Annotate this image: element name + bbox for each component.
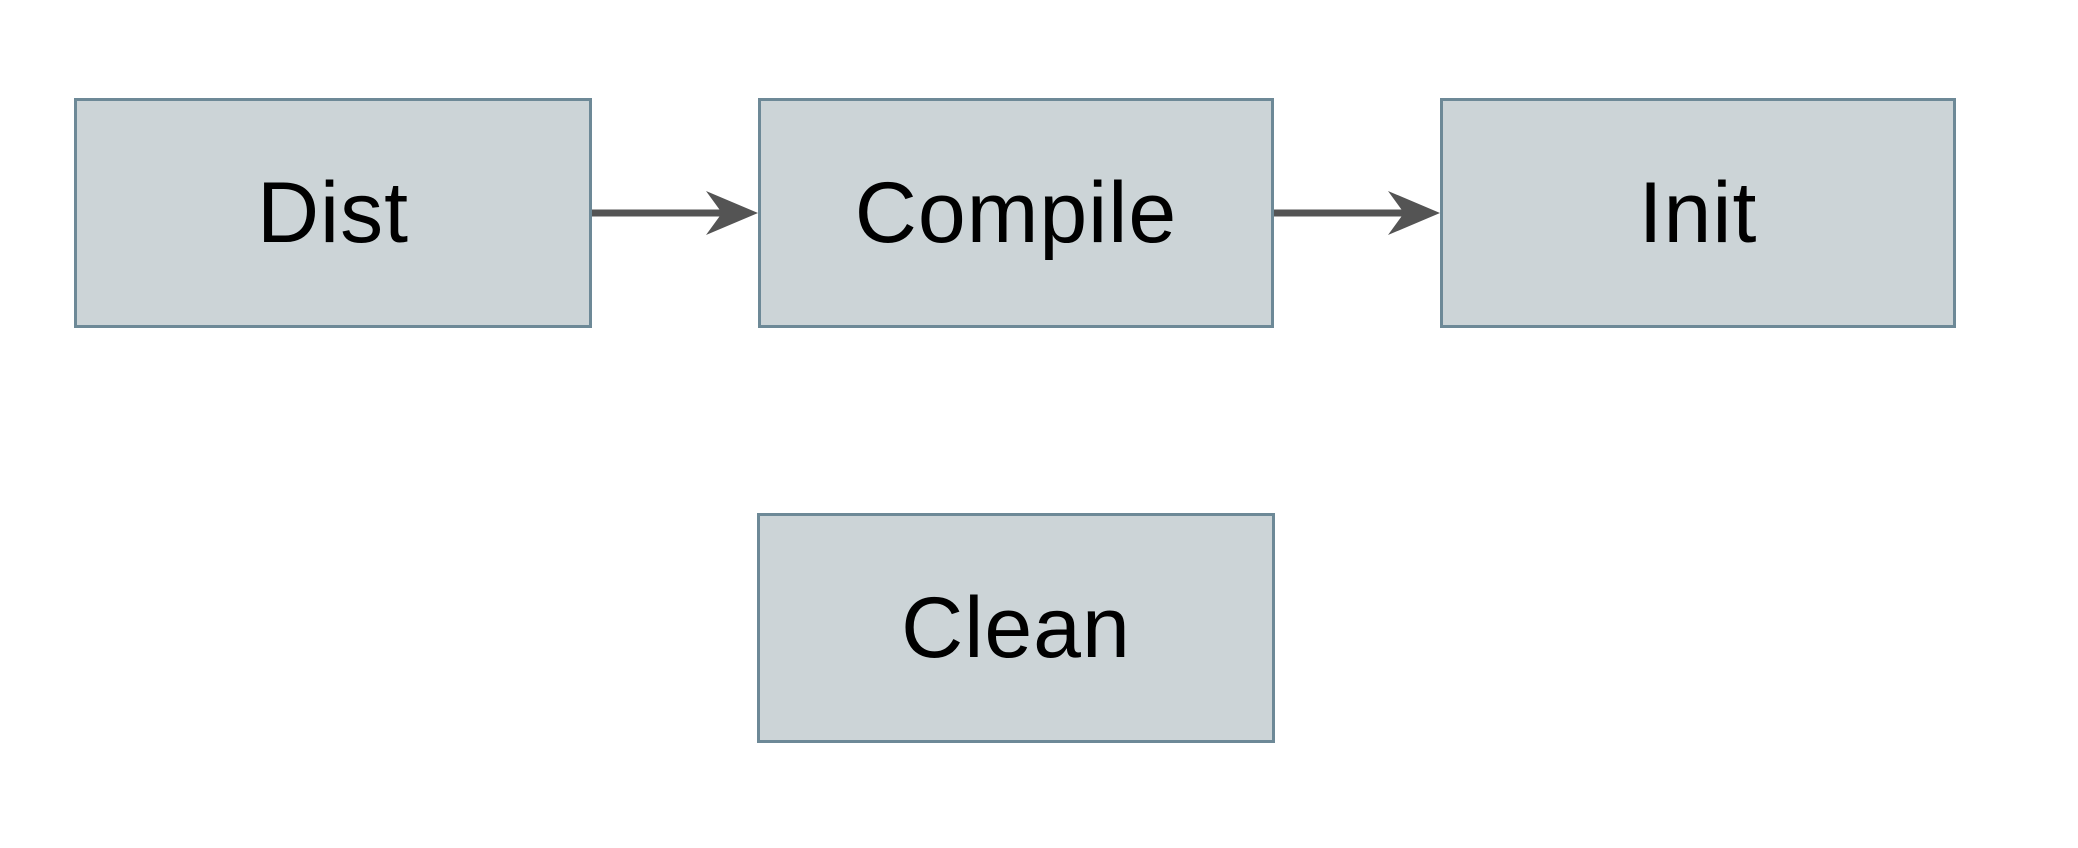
node-dist-label: Dist xyxy=(256,165,410,261)
node-dist[interactable]: Dist xyxy=(74,98,592,328)
node-init[interactable]: Init xyxy=(1440,98,1956,328)
node-clean[interactable]: Clean xyxy=(757,513,1275,743)
arrowhead-icon xyxy=(706,191,758,235)
node-compile-label: Compile xyxy=(854,165,1178,261)
node-compile[interactable]: Compile xyxy=(758,98,1274,328)
arrowhead-icon xyxy=(1388,191,1440,235)
edge-arrow-compile-to-init xyxy=(1274,191,1440,235)
node-init-label: Init xyxy=(1638,165,1758,261)
edge-arrow-dist-to-compile xyxy=(592,191,758,235)
node-clean-label: Clean xyxy=(901,580,1131,676)
